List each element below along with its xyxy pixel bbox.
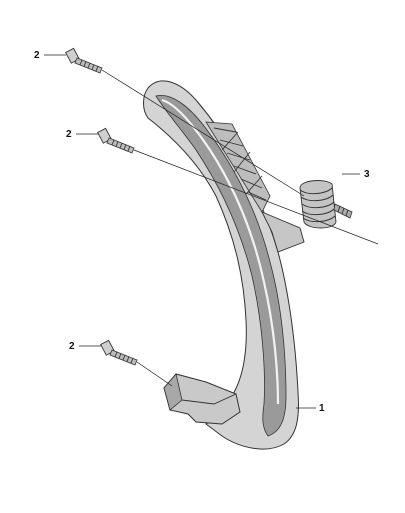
handle-lower-mount: [163, 373, 241, 425]
screw-thread-bottom: [114, 351, 134, 364]
assembly-lines: [101, 69, 379, 387]
callout-3: 3: [364, 169, 370, 180]
callout-2-top: 2: [34, 50, 40, 61]
front-handle-part-1: [143, 80, 305, 450]
handle-upper-flange: [261, 211, 305, 253]
screw-part-2-middle: [97, 127, 135, 154]
vibration-spring-part-3: [299, 180, 353, 229]
screw-part-2-bottom: [100, 339, 138, 366]
spring-stud-thread: [337, 205, 349, 217]
spring-coils: [299, 187, 336, 223]
screw-thread-middle: [111, 139, 131, 152]
screw-part-2-top: [65, 47, 103, 74]
grip-ribs: [213, 127, 267, 201]
callout-leaders: [44, 54, 360, 409]
callout-2-middle: 2: [66, 129, 72, 140]
handle-highlight: [161, 98, 280, 405]
callout-2-bottom: 2: [69, 341, 75, 352]
screw-thread-top: [79, 59, 99, 72]
callout-1: 1: [319, 403, 325, 414]
